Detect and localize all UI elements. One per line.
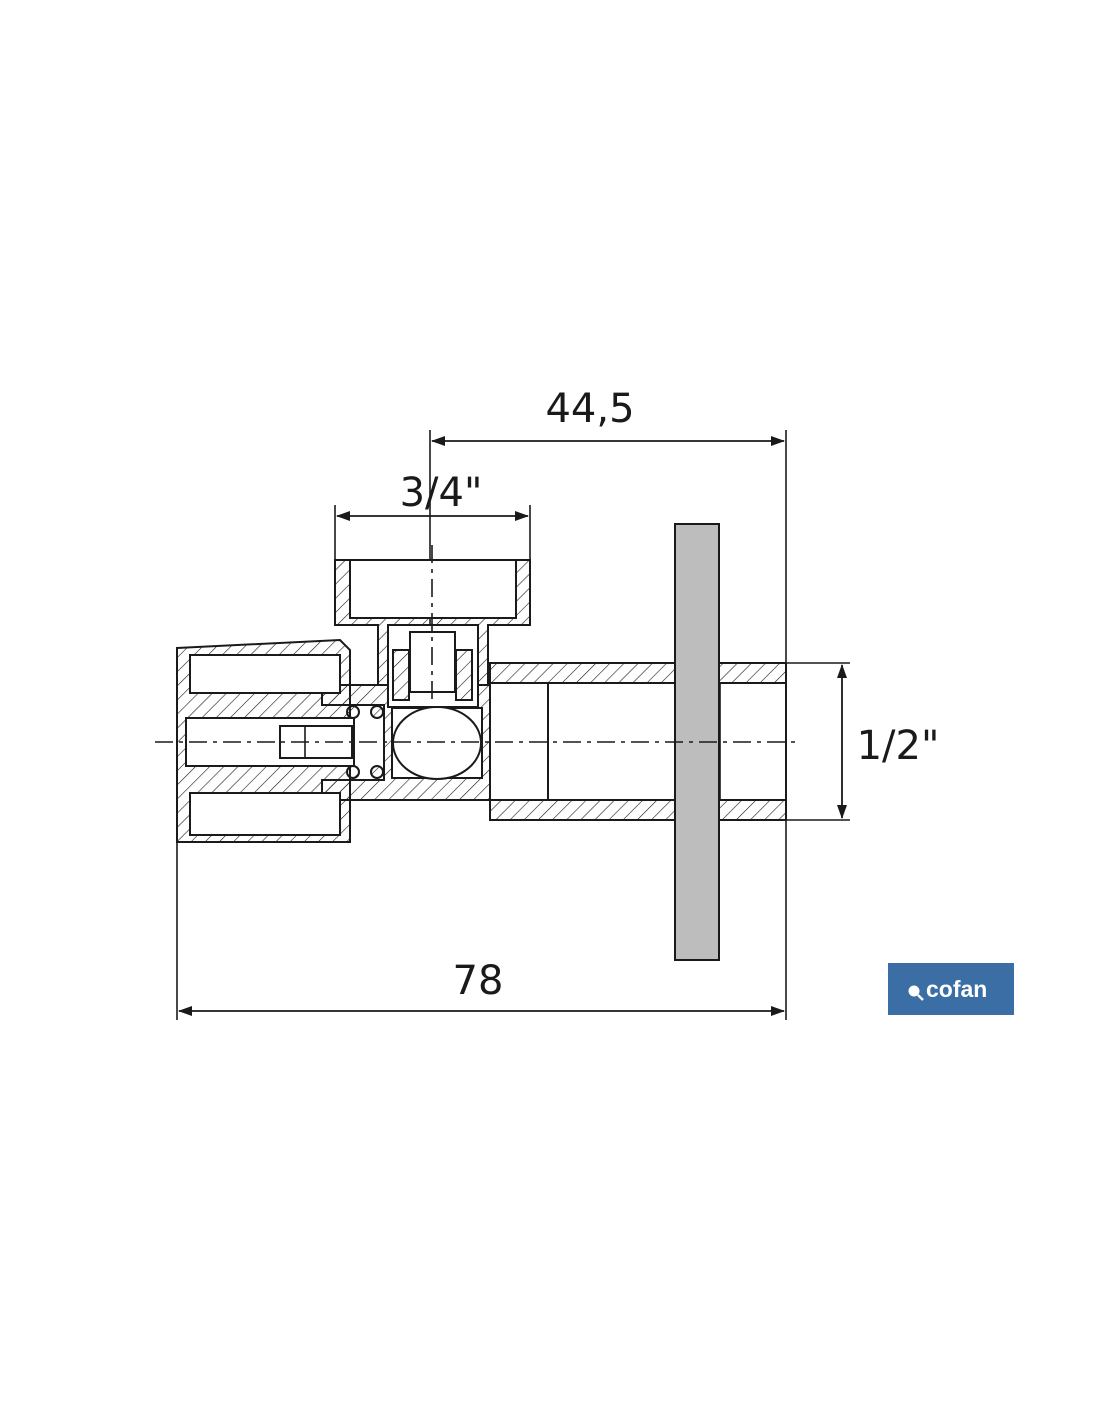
- dimension-44-5: 44,5: [431, 386, 785, 446]
- dimension-78-label: 78: [453, 958, 504, 1004]
- dimension-44-5-label: 44,5: [545, 386, 634, 432]
- dimension-1-2: 1/2": [837, 664, 940, 819]
- dimension-3-4: 3/4": [336, 470, 529, 521]
- logo-text: cofan: [926, 976, 987, 1002]
- dimension-1-2-label: 1/2": [857, 723, 940, 769]
- center-lines: [155, 545, 800, 743]
- dimension-78: 78: [178, 958, 785, 1016]
- dimension-3-4-label: 3/4": [400, 470, 483, 516]
- cofan-dot-icon: [908, 985, 920, 997]
- cofan-dot-icon-tail: [917, 994, 924, 1001]
- cofan-logo: cofan: [888, 963, 1014, 1015]
